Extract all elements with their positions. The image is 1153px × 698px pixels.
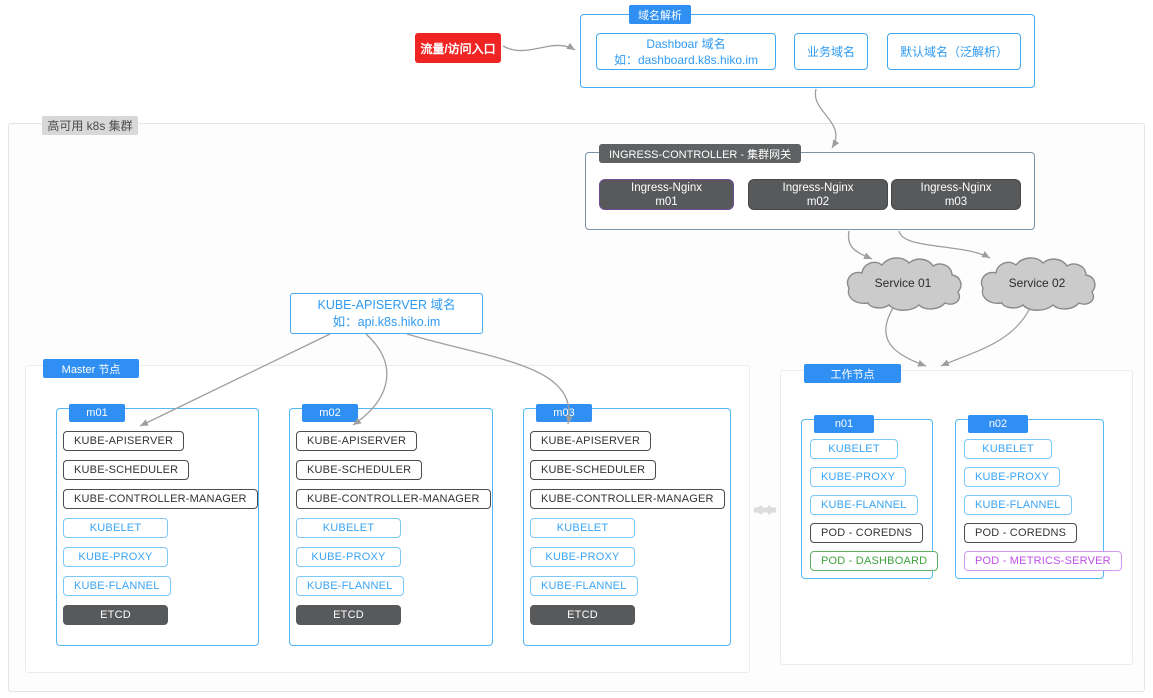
ingress-m01-name: Ingress-Nginx [631, 181, 702, 194]
ingress-group: INGRESS-CONTROLLER - 集群网关 Ingress-Nginx … [585, 144, 1035, 230]
component-kube-controller-manager: KUBE-CONTROLLER-MANAGER [530, 489, 725, 509]
dns-tag: 域名解析 [629, 5, 691, 24]
ingress-m03-host: m03 [944, 195, 968, 208]
component-kube-flannel: KUBE-FLANNEL [63, 576, 171, 596]
apiserver-dns-line2: 如：api.k8s.hiko.im [332, 314, 441, 329]
dns-group: 域名解析 Dashboar 域名 如：dashboard.k8s.hiko.im… [580, 5, 1035, 88]
component-kube-flannel: KUBE-FLANNEL [296, 576, 404, 596]
component-kube-apiserver: KUBE-APISERVER [296, 431, 418, 451]
component-kube-flannel: KUBE-FLANNEL [810, 495, 918, 515]
ingress-node-m02: Ingress-Nginx m02 [748, 179, 888, 210]
ingress-tag: INGRESS-CONTROLLER - 集群网关 [599, 144, 802, 163]
component-etcd: ETCD [530, 605, 635, 625]
worker-node-n02: n02 KUBELET KUBE-PROXY KUBE-FLANNEL POD … [955, 415, 1122, 579]
component-kube-scheduler: KUBE-SCHEDULER [530, 460, 657, 480]
service-02-label: Service 02 [1008, 276, 1066, 290]
dns-dashboard-line1: Dashboar 域名 [646, 36, 726, 51]
component-kube-proxy: KUBE-PROXY [810, 467, 907, 487]
component-kube-proxy: KUBE-PROXY [964, 467, 1061, 487]
worker-node-n01: n01 KUBELET KUBE-PROXY KUBE-FLANNEL POD … [801, 415, 939, 579]
dns-business-domain-box: 业务域名 [794, 33, 869, 70]
component-kube-flannel: KUBE-FLANNEL [530, 576, 638, 596]
ingress-node-m01: Ingress-Nginx m01 [599, 179, 734, 210]
ingress-node-m03: Ingress-Nginx m03 [891, 179, 1021, 210]
component-kubelet: KUBELET [63, 518, 168, 538]
ingress-m03-name: Ingress-Nginx [920, 181, 992, 194]
dns-default-domain-box: 默认域名（泛解析） [887, 33, 1022, 70]
component-pod-coredns: POD - COREDNS [964, 523, 1078, 543]
worker-section: 工作节点 n01 KUBELET KUBE-PROXY KUBE-FLANNEL… [780, 364, 1133, 665]
master-node-m01: m01 KUBE-APISERVER KUBE-SCHEDULER KUBE-C… [56, 404, 259, 646]
worker-section-tag: 工作节点 [804, 364, 901, 383]
apiserver-dns-box: KUBE-APISERVER 域名 如：api.k8s.hiko.im [290, 293, 483, 334]
component-kube-proxy: KUBE-PROXY [63, 547, 168, 567]
component-kube-apiserver: KUBE-APISERVER [63, 431, 185, 451]
ingress-m01-host: m01 [655, 195, 678, 208]
component-kube-scheduler: KUBE-SCHEDULER [63, 460, 190, 480]
apiserver-dns-line1: KUBE-APISERVER 域名 [317, 297, 456, 312]
component-kube-flannel: KUBE-FLANNEL [964, 495, 1072, 515]
node-tag-m01: m01 [69, 404, 125, 422]
component-kubelet: KUBELET [530, 518, 635, 538]
component-kube-controller-manager: KUBE-CONTROLLER-MANAGER [296, 489, 491, 509]
component-pod-dashboard: POD - DASHBOARD [810, 551, 939, 571]
ingress-m02-name: Ingress-Nginx [782, 181, 854, 194]
master-node-m02: m02 KUBE-APISERVER KUBE-SCHEDULER KUBE-C… [289, 404, 493, 646]
component-kube-proxy: KUBE-PROXY [296, 547, 401, 567]
node-tag-n02: n02 [968, 415, 1028, 433]
master-section-tag: Master 节点 [43, 359, 139, 378]
component-etcd: ETCD [63, 605, 168, 625]
master-section: Master 节点 m01 KUBE-APISERVER KUBE-SCHEDU… [25, 359, 750, 673]
component-kubelet: KUBELET [964, 439, 1052, 459]
master-node-m03: m03 KUBE-APISERVER KUBE-SCHEDULER KUBE-C… [523, 404, 731, 646]
component-kube-controller-manager: KUBE-CONTROLLER-MANAGER [63, 489, 258, 509]
component-kube-proxy: KUBE-PROXY [530, 547, 635, 567]
node-tag-m03: m03 [536, 404, 592, 422]
component-kubelet: KUBELET [810, 439, 898, 459]
arrow-entry-to-dns [502, 42, 576, 52]
cluster-tag: 高可用 k8s 集群 [42, 116, 138, 135]
traffic-entry-box: 流量/访问入口 [415, 33, 501, 63]
component-pod-coredns: POD - COREDNS [810, 523, 924, 543]
service-01-label: Service 01 [874, 276, 932, 290]
component-etcd: ETCD [296, 605, 401, 625]
component-kube-apiserver: KUBE-APISERVER [530, 431, 652, 451]
node-tag-n01: n01 [814, 415, 874, 433]
dns-dashboard-line2: 如：dashboard.k8s.hiko.im [613, 52, 759, 67]
dns-dashboard-domain-box: Dashboar 域名 如：dashboard.k8s.hiko.im [596, 33, 776, 70]
component-kube-scheduler: KUBE-SCHEDULER [296, 460, 423, 480]
component-pod-metrics-server: POD - METRICS-SERVER [964, 551, 1122, 571]
ingress-m02-host: m02 [806, 195, 830, 208]
node-tag-m02: m02 [302, 404, 358, 422]
component-kubelet: KUBELET [296, 518, 401, 538]
